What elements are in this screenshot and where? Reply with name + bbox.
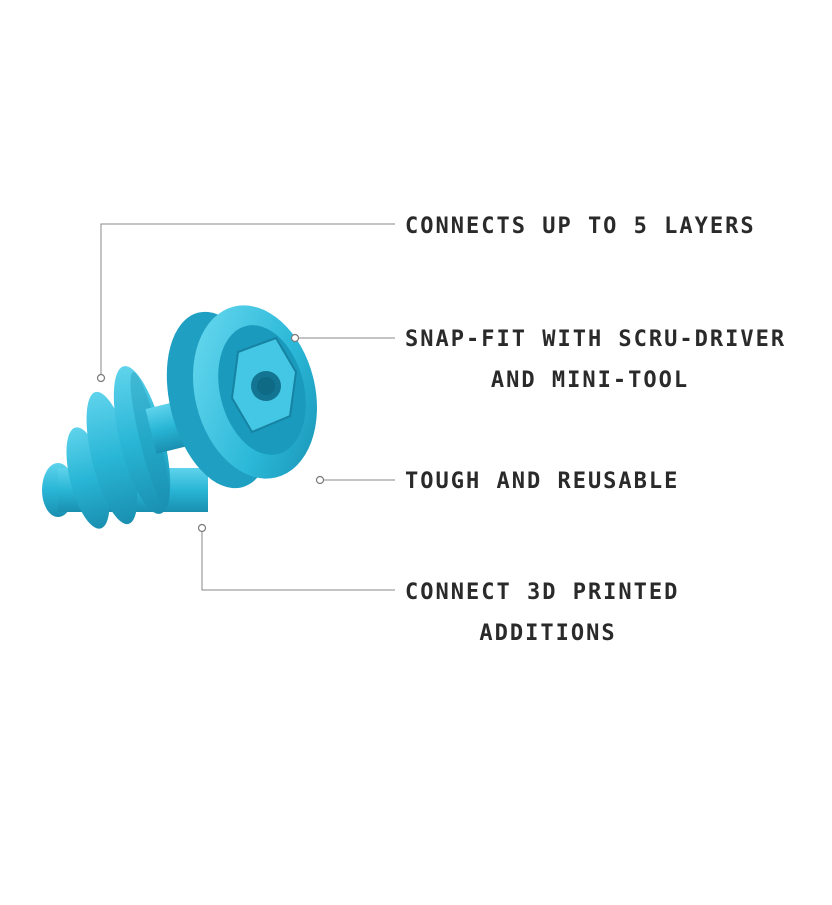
callout-2-line-2: AND MINI-TOOL bbox=[491, 368, 689, 393]
callout-4-line-1: CONNECT 3D PRINTED bbox=[405, 580, 679, 605]
fastener-rib-3 bbox=[113, 366, 171, 514]
hex-hole-inner bbox=[257, 377, 275, 395]
callout-2-line-1: SNAP-FIT WITH SCRU-DRIVER bbox=[405, 327, 786, 352]
leader-line-4 bbox=[201, 528, 395, 591]
leader-dot-2 bbox=[290, 333, 300, 343]
fastener-rib-1 bbox=[66, 427, 110, 529]
callout-4-line-2: ADDITIONS bbox=[479, 621, 616, 646]
fastener-illustration bbox=[42, 305, 317, 529]
fastener-rib-edge bbox=[130, 372, 170, 508]
callout-labels: CONNECTS UP TO 5 LAYERS SNAP-FIT WITH SC… bbox=[405, 214, 786, 646]
fastener-rib-2 bbox=[86, 391, 138, 525]
leader-dot-3 bbox=[315, 475, 325, 485]
callout-3-line-1: TOUGH AND REUSABLE bbox=[405, 469, 679, 494]
leader-lines bbox=[96, 223, 395, 591]
leader-dot-1 bbox=[96, 373, 106, 383]
leader-dot-4 bbox=[197, 523, 207, 533]
leader-line-1 bbox=[100, 223, 395, 378]
callout-1-line-1: CONNECTS UP TO 5 LAYERS bbox=[405, 214, 756, 239]
